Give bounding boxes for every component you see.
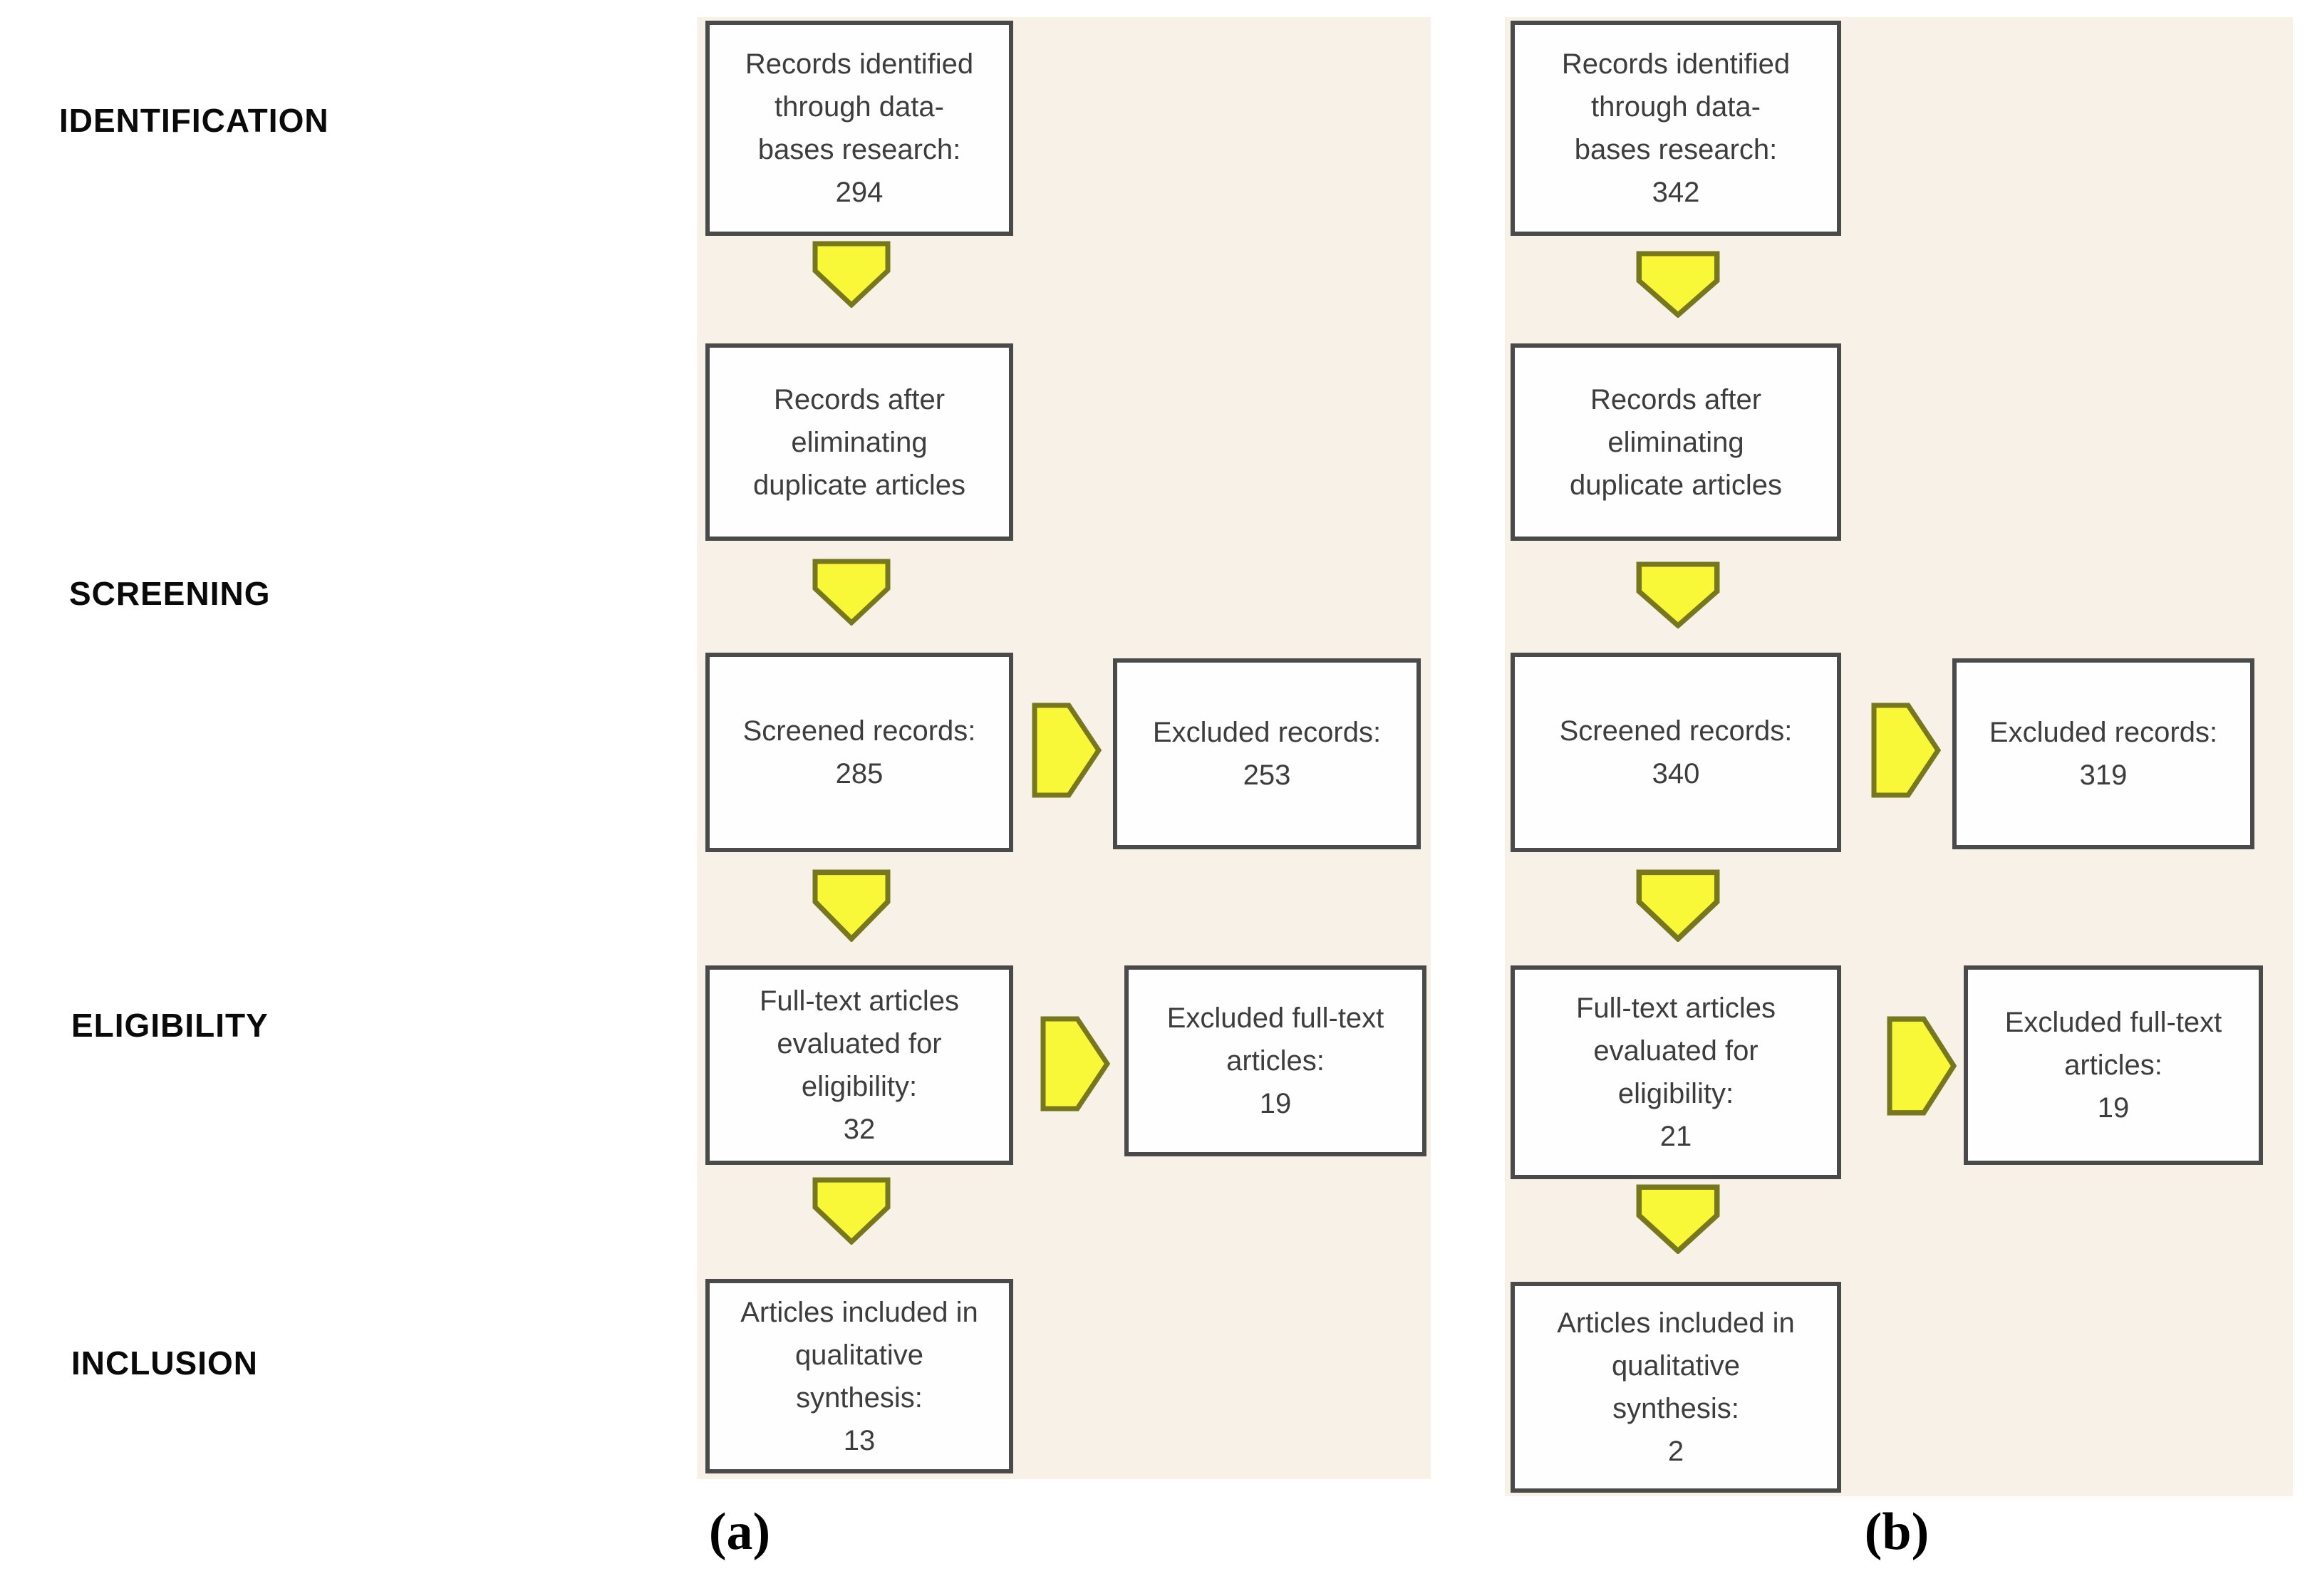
box-deduplicated-b: Records after eliminating duplicate arti… [1511, 343, 1841, 541]
down-arrow-icon [1636, 1184, 1720, 1254]
stage-label-eligibility: ELIGIBILITY [71, 1007, 269, 1044]
right-arrow-icon [1032, 703, 1102, 798]
box-records-identified-a: Records identified through data- bases r… [705, 21, 1013, 236]
caption-a: (a) [708, 1503, 771, 1561]
right-arrow-icon [1871, 703, 1941, 798]
box-included-a: Articles included in qualitative synthes… [705, 1279, 1013, 1473]
down-arrow-icon [812, 241, 891, 308]
caption-b: (b) [1864, 1503, 1930, 1561]
box-records-identified-b: Records identified through data- bases r… [1511, 21, 1841, 236]
box-fulltext-a: Full-text articles evaluated for eligibi… [705, 965, 1013, 1165]
right-arrow-icon [1040, 1016, 1110, 1112]
down-arrow-icon [1636, 561, 1720, 628]
box-excluded-fulltext-a: Excluded full-text articles: 19 [1124, 965, 1426, 1156]
box-excluded-records-b: Excluded records: 319 [1952, 658, 2254, 849]
down-arrow-icon [812, 1177, 891, 1245]
down-arrow-icon [812, 559, 891, 626]
box-fulltext-b: Full-text articles evaluated for eligibi… [1511, 965, 1841, 1179]
box-included-b: Articles included in qualitative synthes… [1511, 1282, 1841, 1493]
down-arrow-icon [812, 869, 891, 942]
stage-label-inclusion: INCLUSION [71, 1344, 258, 1382]
box-excluded-records-a: Excluded records: 253 [1113, 658, 1421, 849]
stage-label-identification: IDENTIFICATION [59, 102, 329, 139]
down-arrow-icon [1636, 869, 1720, 942]
box-screened-b: Screened records: 340 [1511, 653, 1841, 852]
right-arrow-icon [1887, 1016, 1957, 1116]
box-excluded-fulltext-b: Excluded full-text articles: 19 [1964, 965, 2263, 1165]
box-screened-a: Screened records: 285 [705, 653, 1013, 852]
stage-label-screening: SCREENING [69, 575, 271, 612]
down-arrow-icon [1636, 251, 1720, 318]
box-deduplicated-a: Records after eliminating duplicate arti… [705, 343, 1013, 541]
